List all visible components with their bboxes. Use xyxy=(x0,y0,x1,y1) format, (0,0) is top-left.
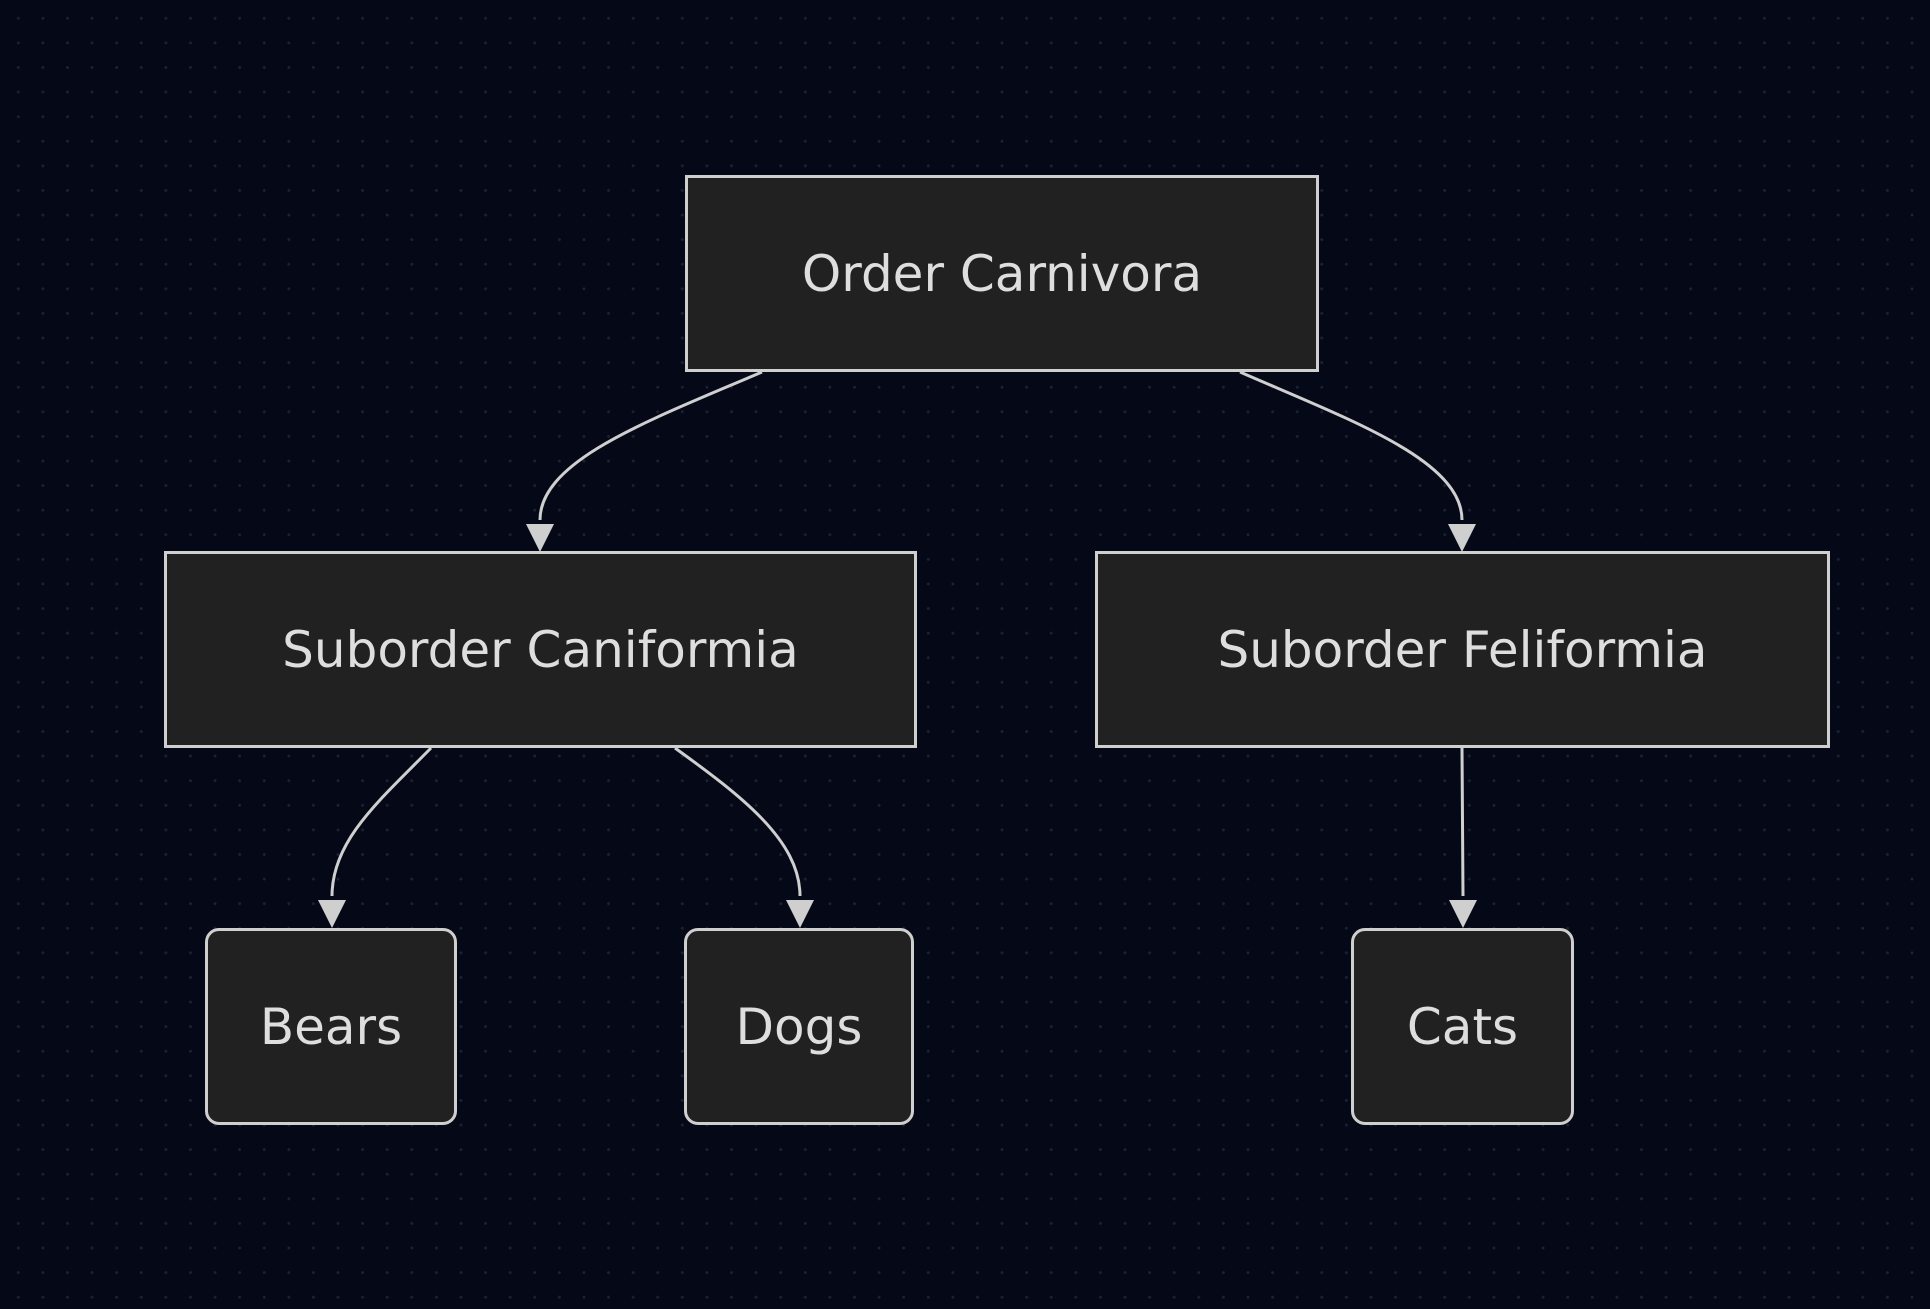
node-order-carnivora[interactable]: Order Carnivora xyxy=(685,175,1319,372)
edge-order-to-caniformia xyxy=(538,370,763,521)
node-cats[interactable]: Cats xyxy=(1351,928,1574,1125)
node-label: Suborder Caniformia xyxy=(282,620,799,679)
edge-caniformia-to-bears xyxy=(330,746,433,897)
node-label: Dogs xyxy=(735,997,863,1056)
arrowhead-caniformia xyxy=(526,524,554,552)
node-label: Suborder Feliformia xyxy=(1217,620,1708,679)
arrowhead-dogs xyxy=(786,900,814,928)
node-suborder-caniformia[interactable]: Suborder Caniformia xyxy=(164,551,917,748)
arrowhead-cats xyxy=(1449,900,1477,928)
node-label: Bears xyxy=(259,997,403,1056)
node-label: Cats xyxy=(1406,997,1519,1056)
arrowhead-feliformia xyxy=(1448,524,1476,552)
edge-order-to-feliformia xyxy=(1239,370,1464,521)
arrowhead-bears xyxy=(318,900,346,928)
edge-feliformia-to-cats xyxy=(1460,747,1465,897)
node-suborder-feliformia[interactable]: Suborder Feliformia xyxy=(1095,551,1830,748)
node-label: Order Carnivora xyxy=(801,244,1203,303)
node-dogs[interactable]: Dogs xyxy=(684,928,914,1125)
node-bears[interactable]: Bears xyxy=(205,928,457,1125)
edge-caniformia-to-dogs xyxy=(674,746,802,897)
